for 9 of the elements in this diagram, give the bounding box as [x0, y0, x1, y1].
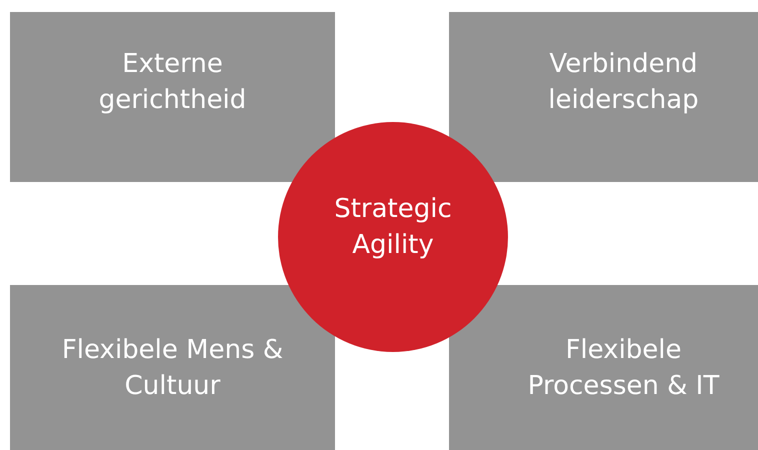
box-label: Flexibele Processen & IT	[526, 334, 720, 402]
box-label: Externe gerichtheid	[98, 48, 248, 117]
box-label: Flexibele Mens & Cultuur	[60, 334, 284, 402]
category-box	[10, 12, 335, 182]
category-box	[449, 12, 758, 182]
category-box	[10, 285, 335, 450]
category-box	[449, 285, 758, 450]
circle-label: Strategic Agility	[333, 193, 453, 262]
box-label: Verbindend leiderschap	[547, 48, 700, 117]
